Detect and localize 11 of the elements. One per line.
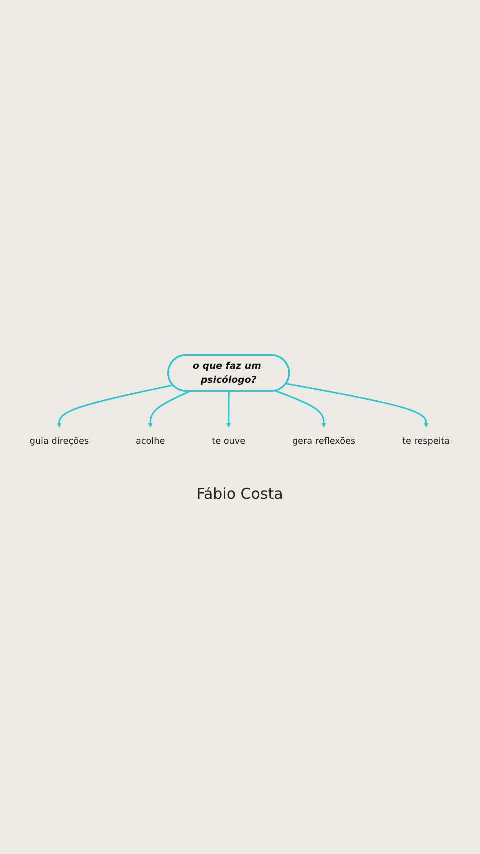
author-credit: Fábio Costa bbox=[196, 484, 284, 503]
arrow bbox=[275, 390, 326, 428]
node-text: acolhe bbox=[136, 436, 166, 448]
arrow bbox=[286, 383, 429, 428]
node-text: te ouve bbox=[212, 436, 246, 448]
node-text: te respeita bbox=[402, 436, 450, 448]
arrow bbox=[57, 384, 174, 428]
node-text: guia direções bbox=[30, 436, 90, 448]
node-text: gera reflexões bbox=[292, 436, 356, 448]
arrow bbox=[148, 390, 191, 428]
arrow bbox=[226, 392, 232, 428]
